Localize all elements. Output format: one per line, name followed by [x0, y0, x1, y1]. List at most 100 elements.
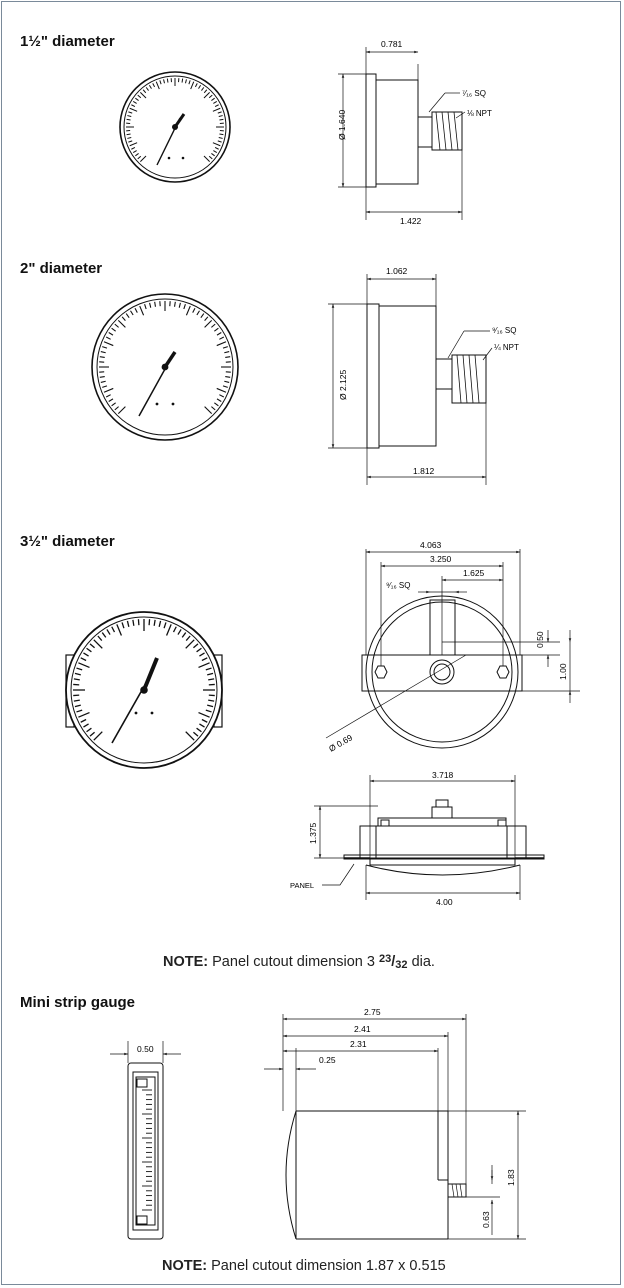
scale-tick	[86, 727, 92, 733]
scale-tick	[201, 657, 208, 662]
dim-length-1-5: 1.422	[400, 216, 422, 226]
scale-tick	[177, 629, 182, 635]
scale-tick	[225, 375, 231, 378]
note-text: Panel cutout dimension 1.87 x 0.515	[211, 1258, 446, 1274]
scale-tick	[114, 406, 119, 411]
scale-tick	[216, 341, 227, 347]
scale-tick	[74, 672, 81, 676]
scale-tick	[217, 140, 222, 143]
scale-tick	[139, 91, 147, 99]
scale-tick	[129, 142, 138, 147]
scale-tick	[208, 155, 213, 160]
scale-tick	[132, 100, 137, 104]
scale-tick	[108, 332, 114, 336]
scale-tick	[181, 632, 187, 638]
scale-tick	[185, 79, 187, 84]
scale-tick	[144, 304, 147, 310]
scale-tick	[222, 385, 228, 388]
scale-tick	[183, 304, 186, 310]
scale-tick	[198, 711, 210, 718]
scale-tick	[83, 723, 89, 728]
gauge-side-2	[328, 274, 493, 485]
scale-tick	[192, 307, 196, 313]
scale-tick	[193, 643, 199, 649]
scale-tick	[128, 111, 133, 114]
scale-tick	[163, 79, 165, 84]
mini-strip-side	[264, 1014, 526, 1240]
scale-tick	[190, 81, 195, 90]
scale-tick	[105, 394, 111, 398]
scale-tick	[139, 155, 147, 163]
dim-length-2: 1.812	[413, 466, 435, 476]
heading-1-5-diameter: 1½" diameter	[20, 33, 115, 50]
scale-tick	[127, 137, 132, 139]
note-text: Panel cutout dimension 3	[212, 954, 375, 970]
dim-2-31-mini: 2.31	[350, 1039, 367, 1049]
scale-tick	[219, 118, 224, 121]
scale-tick	[80, 657, 87, 662]
scale-tick	[199, 652, 205, 657]
scale-tick	[132, 619, 135, 626]
dim-depth-3-5: 1.375	[308, 822, 318, 844]
scale-tick	[207, 672, 214, 676]
scale-tick	[114, 323, 119, 328]
note-mini-panel-cutout: NOTE: Panel cutout dimension 1.87 x 0.51…	[162, 1258, 446, 1274]
scale-tick	[166, 78, 169, 83]
scale-tick	[100, 351, 106, 354]
note-frac-num: 23	[379, 953, 392, 965]
gauge-face-1-5	[119, 71, 231, 183]
scale-tick	[193, 731, 199, 737]
scale-tick	[89, 731, 95, 737]
scale-tick	[185, 305, 191, 316]
scale-tick	[172, 626, 177, 633]
scale-tick	[178, 302, 181, 308]
mini-strip-front	[110, 1041, 181, 1240]
scale-tick	[196, 310, 200, 316]
scale-tick	[130, 310, 134, 316]
dim-depth-1-5: 0.781	[381, 39, 403, 49]
scale-tick	[117, 406, 126, 415]
gauge-face-2	[91, 293, 239, 441]
dim-thread-1-5: ⅛ NPT	[467, 109, 492, 118]
scale-tick	[219, 133, 224, 136]
scale-tick	[204, 319, 213, 328]
scale-tick	[80, 718, 87, 723]
note-suffix: dia.	[411, 954, 435, 970]
scale-tick	[139, 305, 145, 316]
scale-tick	[214, 402, 219, 407]
dim-square-1-5: ⁷⁄₁₆ SQ	[462, 89, 486, 98]
gauge-back-3-5	[325, 549, 580, 749]
dim-bezel-3-5: 4.00	[436, 897, 453, 907]
dim-bolt-spacing-3-5: 3.250	[430, 554, 452, 564]
scale-tick	[185, 639, 195, 649]
scale-tick	[131, 146, 136, 150]
dim-0-25-mini: 0.25	[319, 1055, 336, 1065]
scale-tick	[105, 336, 111, 340]
scale-tick	[97, 635, 103, 641]
scale-tick	[121, 316, 126, 321]
scale-tick	[225, 356, 231, 359]
scale-tick	[86, 647, 92, 653]
scale-tick	[99, 375, 105, 378]
dim-half-spacing-3-5: 1.625	[463, 568, 485, 578]
scale-tick	[218, 115, 223, 117]
scale-tick	[201, 87, 205, 91]
scale-tick	[212, 142, 221, 147]
scale-tick	[185, 731, 195, 741]
scale-tick	[127, 115, 132, 117]
scale-tick	[73, 699, 80, 702]
scale-tick	[212, 107, 221, 112]
scale-tick	[99, 356, 105, 359]
scale-tick	[126, 118, 131, 121]
scale-tick	[216, 332, 222, 336]
scale-tick	[76, 667, 83, 671]
scale-tick	[116, 624, 123, 636]
dim-overall-3-5: 4.063	[420, 540, 442, 550]
scale-tick	[126, 133, 131, 136]
scale-tick	[148, 84, 152, 89]
dim-port-mini: 0.63	[481, 1211, 491, 1228]
scale-tick	[224, 380, 230, 383]
dim-bracket-width-3-5: 3.718	[432, 770, 454, 780]
scale-tick	[93, 639, 103, 649]
scale-tick	[211, 406, 216, 411]
